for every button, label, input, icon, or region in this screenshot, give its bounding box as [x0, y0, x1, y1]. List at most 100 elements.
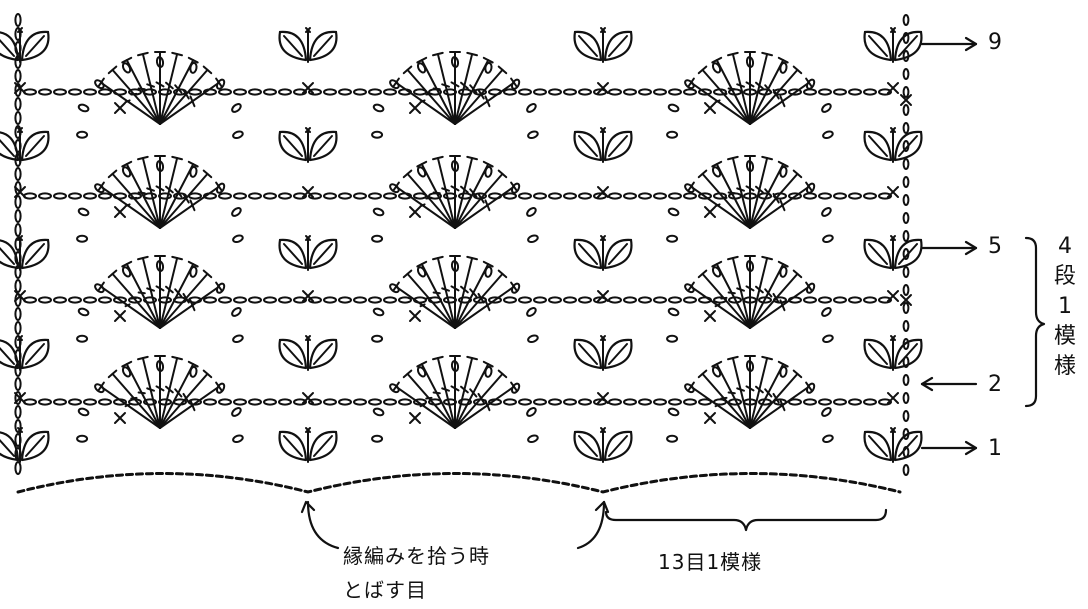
chain-stitch: [155, 360, 165, 373]
skip-note-line1: 縁編みを拾う時: [343, 544, 490, 568]
chain-stitch: [668, 192, 682, 200]
chain-stitch: [14, 265, 22, 279]
double-crochet-stitch: [159, 59, 195, 125]
cluster-petal: [308, 338, 338, 370]
double-crochet-stitch: [454, 263, 490, 329]
chain-stitch: [83, 192, 97, 200]
single-crochet-stitch: [887, 392, 899, 404]
stitch-top-bar: [497, 65, 508, 75]
chain-stitch: [578, 398, 592, 406]
stitch-slash: [745, 385, 755, 392]
single-crochet-stitch: [887, 290, 899, 302]
chain-stitch: [398, 398, 412, 406]
double-crochet-stitch: [454, 172, 504, 229]
arrow-row-9-head: [964, 36, 978, 52]
stitch-top-bar: [777, 360, 789, 368]
chain-stitch: [323, 192, 337, 200]
stitch-top-bar: [432, 355, 444, 361]
chain-stitch: [863, 398, 877, 406]
stitch-top-bar: [727, 355, 739, 361]
stitch-top-bar: [187, 360, 199, 368]
skip-note-arrowhead-right: [594, 500, 610, 514]
chain-stitch: [684, 383, 695, 394]
chain-stitch: [14, 405, 22, 419]
chain-stitch: [518, 296, 532, 304]
chart-symbols: [0, 13, 923, 494]
chain-stitch: [527, 234, 539, 244]
stitch-slash: [155, 185, 165, 192]
single-crochet-stitch: [114, 310, 126, 322]
cluster-petal: [603, 338, 633, 370]
chain-stitch: [902, 212, 910, 224]
stitch-top-bar: [107, 169, 118, 179]
chain-stitch: [788, 88, 802, 96]
chain-stitch: [745, 56, 755, 69]
stitch-slash: [714, 303, 721, 308]
chain-stitch: [38, 296, 52, 304]
single-crochet-stitch: [409, 310, 421, 322]
chain-stitch: [189, 365, 198, 378]
chain-stitch: [121, 166, 132, 178]
chain-stitch: [14, 321, 22, 335]
chain-stitch: [121, 266, 132, 278]
chain-stitch: [803, 88, 817, 96]
chain-stitch: [248, 398, 262, 406]
cluster-petal: [278, 30, 308, 62]
stitch-slash: [477, 392, 485, 404]
stitch-top-bar: [482, 360, 494, 368]
chain-stitch: [511, 382, 521, 394]
chain-stitch: [14, 237, 22, 251]
cluster-petal-line: [313, 343, 333, 365]
chain-stitch: [113, 192, 127, 200]
stitch-top-bar: [171, 51, 183, 57]
chain-stitch: [248, 88, 262, 96]
double-crochet-stitch: [454, 185, 515, 229]
stitch-slash: [165, 185, 174, 194]
cluster-petal-line: [283, 135, 303, 157]
chain-stitch: [698, 192, 712, 200]
stitch-slash: [745, 185, 755, 192]
stitch-slash: [736, 387, 745, 392]
stitch-slash: [182, 88, 190, 100]
stitch-top-bar: [697, 169, 708, 179]
chain-stitch: [667, 407, 680, 417]
chain-stitch: [902, 266, 910, 278]
chain-stitch: [371, 130, 384, 139]
stitch-slash: [189, 199, 196, 212]
chain-stitch: [383, 296, 397, 304]
stitch-top-bar: [416, 56, 428, 64]
cluster-petal-line: [25, 243, 45, 265]
single-crochet-stitch: [597, 290, 609, 302]
cluster-petal-line: [868, 343, 888, 365]
row-label-1: 1: [988, 436, 1002, 461]
double-crochet-stitch: [690, 285, 751, 329]
cluster-petal-line: [608, 435, 628, 457]
chain-stitch: [189, 61, 198, 74]
cluster-top: [305, 235, 311, 241]
chain-stitch: [308, 398, 322, 406]
cluster-petal-line: [608, 243, 628, 265]
chain-stitch: [848, 296, 862, 304]
chain-stitch: [484, 165, 493, 178]
chain-stitch: [821, 307, 832, 317]
chain-stitch: [711, 366, 722, 378]
stitch-top-bar: [777, 56, 789, 64]
cluster-top: [890, 427, 896, 433]
chain-stitch: [667, 307, 680, 317]
double-crochet-stitch: [749, 163, 785, 229]
chain-stitch: [216, 382, 226, 394]
stitch-top-bar: [792, 169, 803, 179]
stitch-top-bar: [171, 155, 183, 161]
chain-stitch: [821, 207, 832, 217]
chain-stitch: [818, 296, 832, 304]
stitch-slash: [155, 285, 165, 292]
chain-stitch: [368, 398, 382, 406]
double-crochet-stitch: [159, 272, 209, 329]
cluster-petal-line: [313, 135, 333, 157]
stitch-slash: [460, 385, 469, 394]
chain-stitch: [698, 296, 712, 304]
double-crochet-stitch: [454, 363, 490, 429]
chain-stitch: [450, 56, 460, 69]
chain-stitch: [683, 88, 697, 96]
chain-stitch: [806, 282, 816, 294]
